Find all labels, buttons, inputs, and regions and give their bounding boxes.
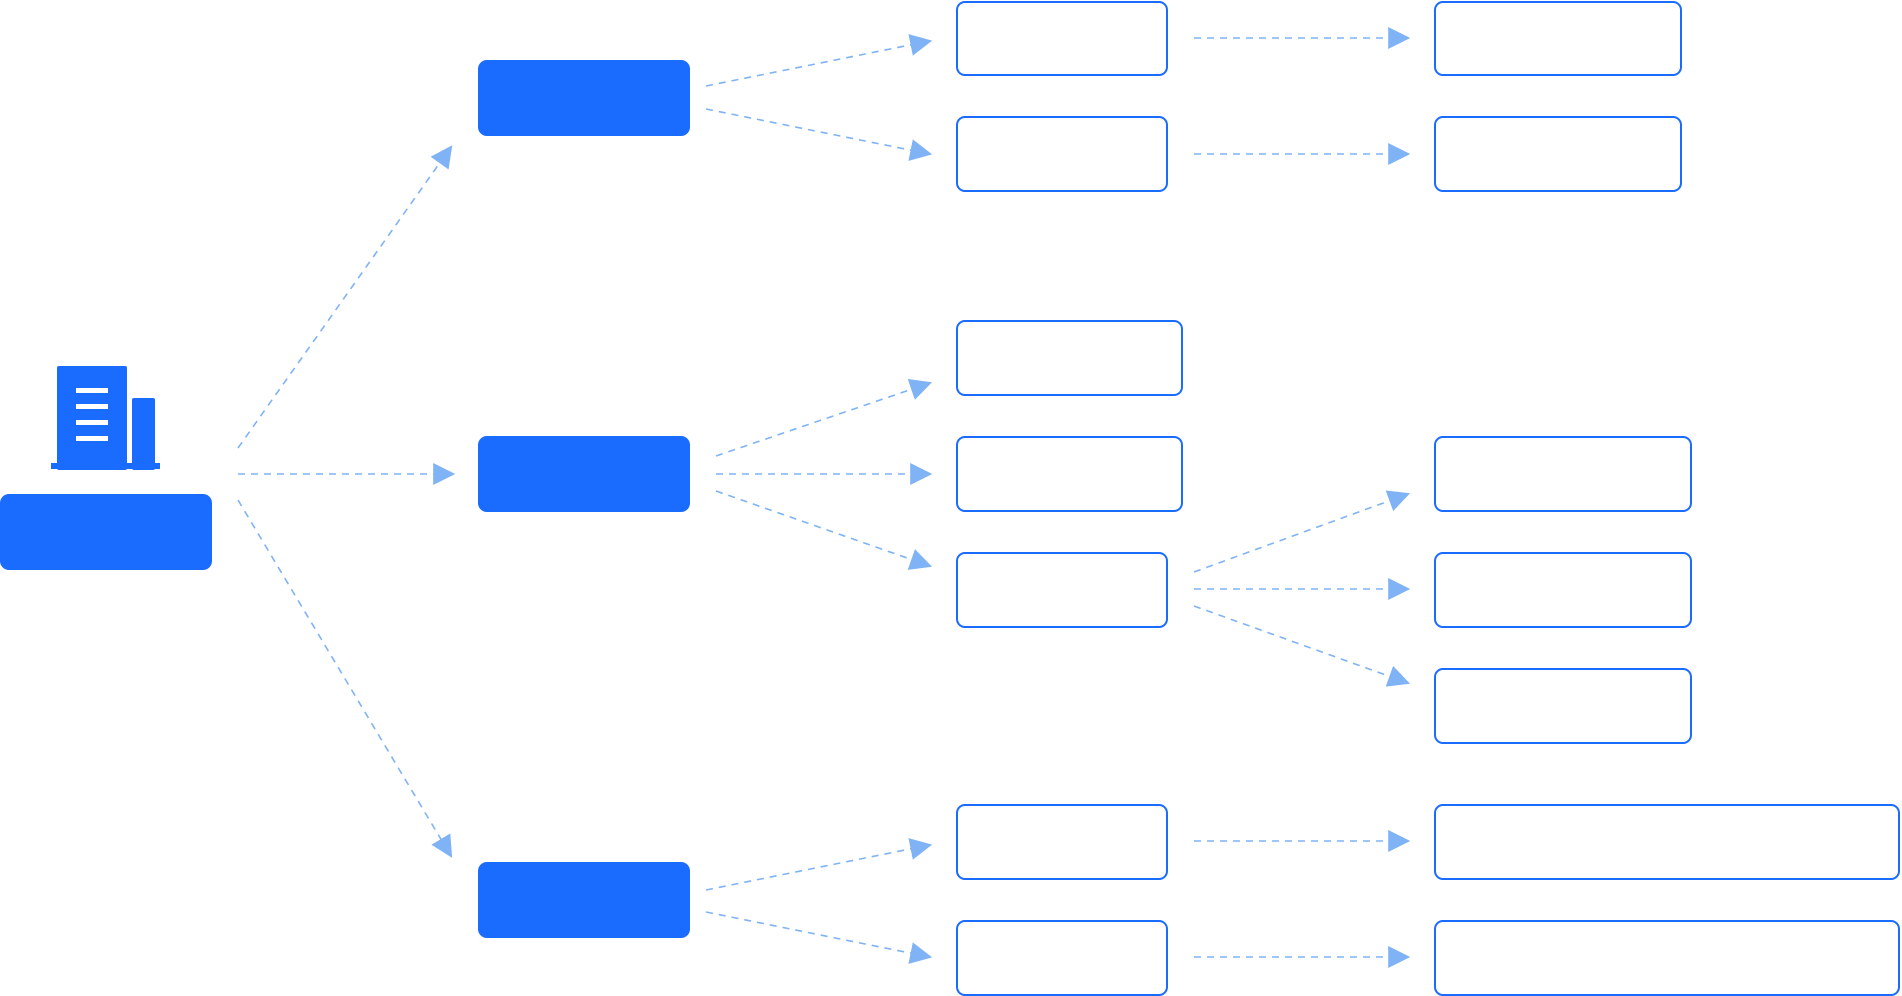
level1-node-3[interactable]: [478, 862, 690, 938]
connector-l1a-to-l2-2: [705, 108, 933, 161]
connector-l2-5-to-l3-3: [1193, 490, 1411, 573]
office-building-icon: [51, 366, 160, 470]
level2-node-7[interactable]: [956, 920, 1168, 996]
level2-node-6[interactable]: [956, 804, 1168, 880]
connector-root-to-level1-1: [237, 145, 453, 449]
level3-node-1[interactable]: [1434, 1, 1682, 76]
level3-node-5[interactable]: [1434, 668, 1692, 744]
connector-l1c-to-l2-7: [705, 911, 933, 964]
level1-node-1[interactable]: [478, 60, 690, 136]
level3-node-7[interactable]: [1434, 920, 1900, 996]
level3-node-3[interactable]: [1434, 436, 1692, 512]
connector-l1b-to-l2-5: [715, 490, 933, 570]
level2-node-4[interactable]: [956, 436, 1183, 512]
level2-node-3[interactable]: [956, 320, 1183, 396]
connector-root-to-level1-3: [237, 499, 453, 858]
level1-connectors: [705, 34, 933, 964]
connector-l1c-to-l2-6: [705, 838, 933, 891]
level3-node-2[interactable]: [1434, 116, 1682, 192]
root-node[interactable]: [0, 494, 212, 570]
level2-node-5[interactable]: [956, 552, 1168, 628]
level2-connectors: [1193, 27, 1411, 968]
level3-node-4[interactable]: [1434, 552, 1692, 628]
connector-l2-5-to-l3-5: [1193, 605, 1411, 687]
level2-node-1[interactable]: [956, 1, 1168, 76]
connector-l1a-to-l2-1: [705, 34, 933, 87]
level3-node-6[interactable]: [1434, 804, 1900, 880]
level2-node-2[interactable]: [956, 116, 1168, 192]
root-connectors: [237, 145, 456, 858]
connector-l1b-to-l2-3: [715, 378, 933, 457]
level1-node-2[interactable]: [478, 436, 690, 512]
